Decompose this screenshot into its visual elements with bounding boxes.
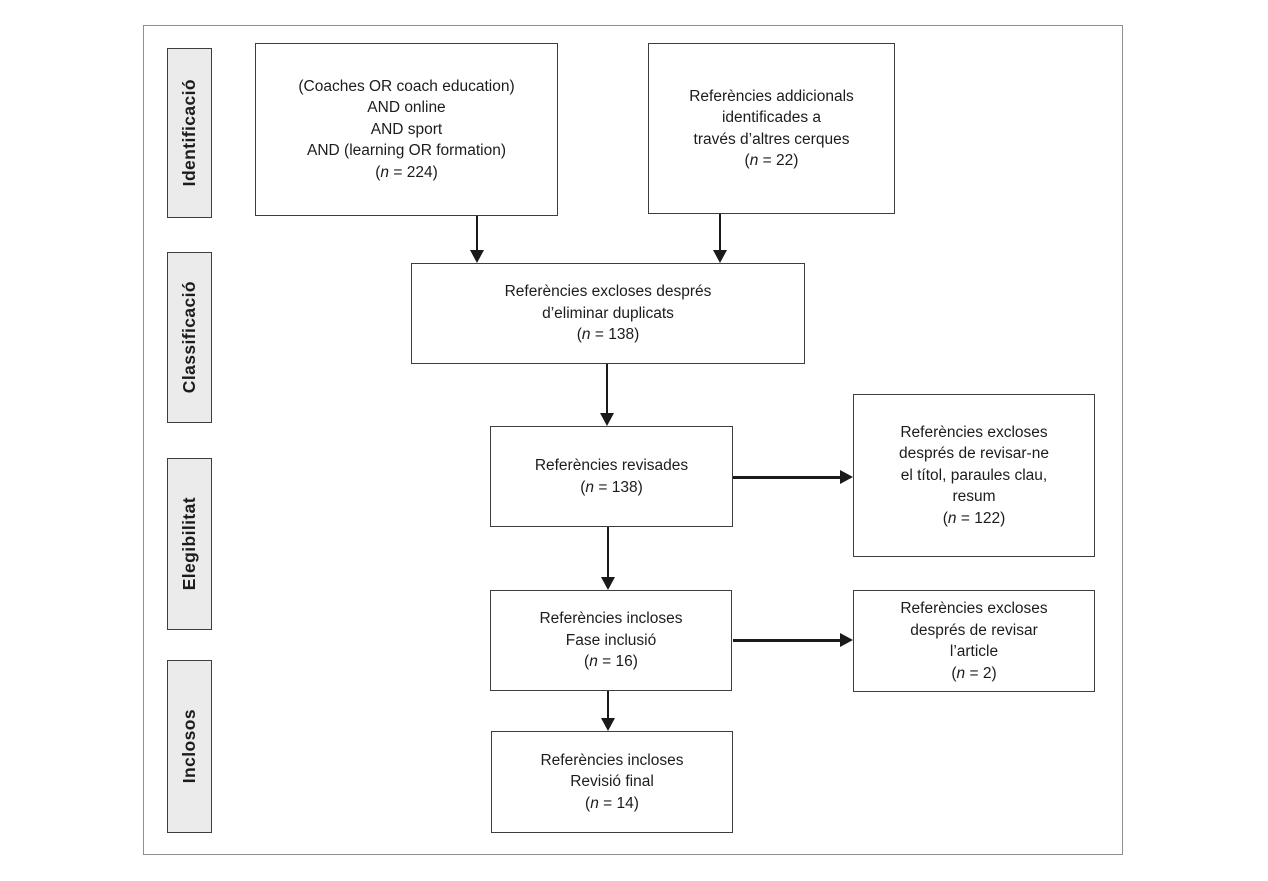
stage-identificacio: Identificació [167, 48, 212, 218]
arrow-included-to-excluded-article-head [840, 633, 853, 647]
stage-classificacio-label: Classificació [179, 281, 199, 394]
stage-classificacio: Classificació [167, 252, 212, 423]
arrow-search-to-duplicates-head [470, 250, 484, 263]
arrow-reviewed-to-included-head [601, 577, 615, 590]
arrow-reviewed-to-excluded-title-head [840, 470, 853, 484]
arrow-search-to-duplicates-line [476, 216, 479, 252]
stage-inclosos-label: Inclosos [179, 709, 199, 784]
arrow-included-to-final-line [607, 691, 610, 720]
box-reviewed-text: Referències revisades(n = 138) [534, 457, 689, 496]
stage-elegibilitat: Elegibilitat [167, 458, 212, 630]
arrow-reviewed-to-excluded-title-line [733, 476, 842, 479]
box-reviewed: Referències revisades(n = 138) [490, 426, 733, 527]
stage-identificacio-label: Identificació [179, 79, 199, 187]
arrow-reviewed-to-included-line [607, 527, 610, 579]
arrow-additional-to-duplicates-head [713, 250, 727, 263]
arrow-duplicates-to-reviewed-head [600, 413, 614, 426]
arrow-included-to-excluded-article-line [733, 639, 842, 642]
arrow-additional-to-duplicates-line [719, 214, 722, 252]
stage-elegibilitat-label: Elegibilitat [179, 497, 199, 591]
stage-inclosos: Inclosos [167, 660, 212, 833]
arrow-included-to-final-head [601, 718, 615, 731]
arrow-duplicates-to-reviewed-line [606, 364, 609, 415]
